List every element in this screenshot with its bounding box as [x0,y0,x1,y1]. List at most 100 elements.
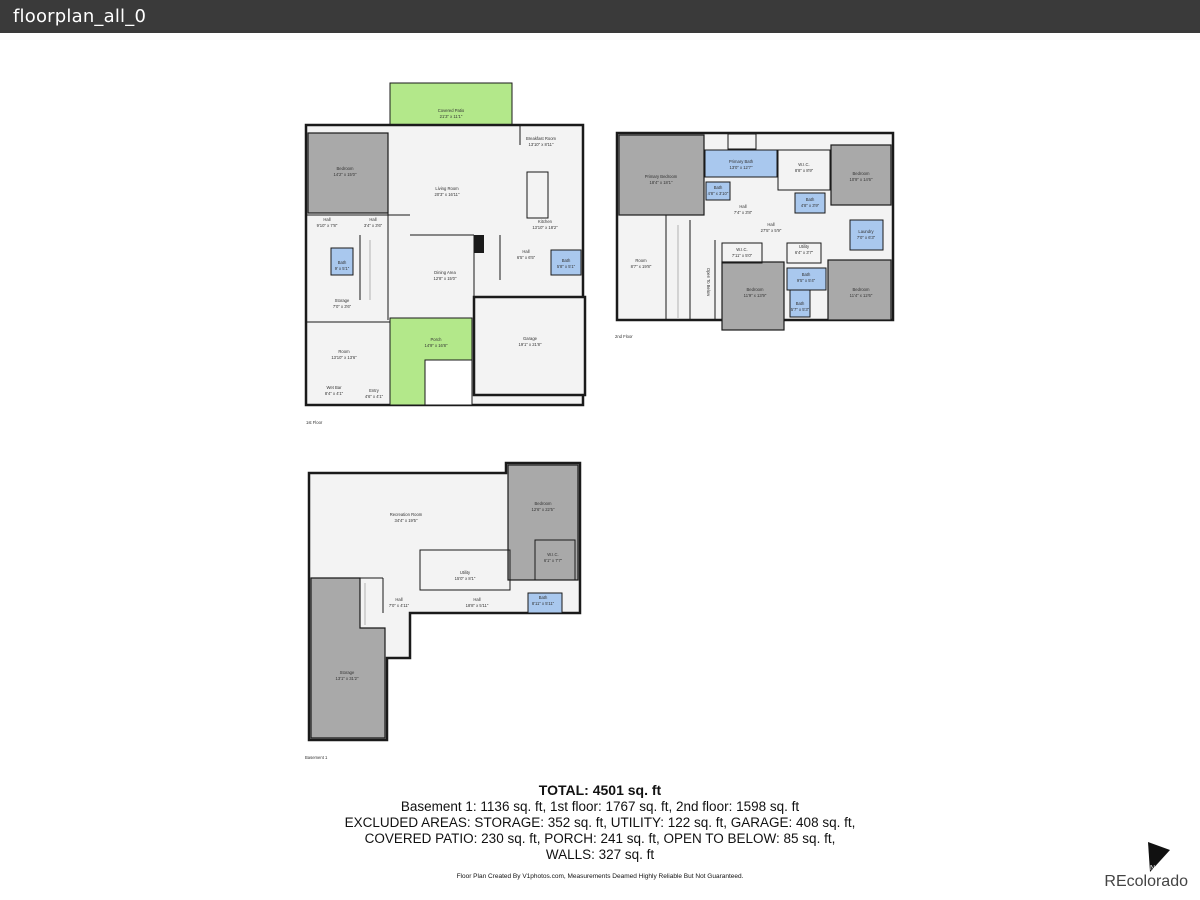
second-room-name: Room [635,258,647,263]
first-storage-dim: 7'0" x 3'6" [333,304,352,309]
window-title: floorplan_all_0 [13,6,147,27]
total-area: TOTAL: 4501 sq. ft [538,782,662,798]
garage-dim: 19'1" x 21'8" [519,342,542,347]
laundry-fill [849,219,884,251]
first-hall-c-name: Hall [522,249,529,254]
laundry-dim: 7'0" x 6'3" [857,235,876,240]
basement-label: Basement 1 [305,755,328,760]
primary-bath-dim: 13'0" x 12'7" [730,165,753,170]
excluded-areas-2: COVERED PATIO: 230 sq. ft, PORCH: 241 sq… [364,831,836,846]
wic-a-dim: 8'8" x 8'9" [795,168,814,173]
porch-name: Porch [431,337,443,342]
second-bedroom-b-name: Bedroom [747,287,765,292]
second-bedroom-b-fill [721,261,785,331]
second-bedroom-a-dim: 10'9" x 14'6" [850,177,873,182]
second-bath-a-dim: 4'8" x 3'10" [708,191,729,196]
first-room-dim: 13'10" x 13'6" [331,355,357,360]
basement-hall-b-name: Hall [473,597,480,602]
second-floor-label: 2nd Floor [615,334,633,339]
second-bath-d-fill [789,289,811,318]
covered-patio-dim: 21'3" x 11'1" [440,114,463,119]
wic-b-box [721,242,763,264]
tub [727,133,757,150]
basement-hall-a-dim: 7'0" x 4'11" [389,603,410,608]
svg-text:N: N [1150,865,1155,872]
second-bath-c-dim: 9'5" x 5'4" [797,278,816,283]
primary-bath-name: Primary Bath [729,159,754,164]
primary-bed-name: Primary Bedroom [645,174,678,179]
open-to-below-label: Open To Below [706,268,711,297]
wic-a-name: W.I.C. [798,162,809,167]
second-bath-d-name: Bath [796,301,805,306]
first-bath-b-name: Bath [562,258,571,263]
basement-bedroom-name: Bedroom [535,501,553,506]
basement-bedroom-fill [507,464,579,581]
second-bedroom-c-fill [827,259,892,321]
kitchen-name: Kitchen [538,219,553,224]
basement-utility-name: Utility [460,570,471,575]
second-bedroom-a-name: Bedroom [853,171,871,176]
second-bedroom-c-name: Bedroom [853,287,871,292]
first-hall-a-dim: 9'10" x 7'8" [317,223,338,228]
utility-dim: 6'4" x 3'7" [795,250,814,255]
title-bar: floorplan_all_0 [0,0,1200,33]
first-bedroom-dim: 14'2" x 15'0" [334,172,357,177]
basement-storage-dim: 13'1" x 31'2" [336,676,359,681]
basement-bath-name: Bath [539,595,548,600]
second-bath-b-name: Bath [806,197,815,202]
second-hall-b-dim: 27'5" x 5'9" [761,228,782,233]
second-hall-a-dim: 7'4" x 3'8" [734,210,753,215]
garage-block [472,295,587,397]
primary-bedroom-fill [618,134,705,216]
wic-b-dim: 7'11" x 5'0" [732,253,753,258]
dining-name: Dining Area [434,270,456,275]
kitchen-dim: 13'10" x 18'2" [532,225,558,230]
recreation-dim: 34'4" x 19'5" [395,518,418,523]
first-bath-a-fill [330,247,354,276]
wic-b-name: W.I.C. [736,247,747,252]
second-bath-c-name: Bath [802,272,811,277]
first-bath-b-fill [550,249,582,276]
wetbar-dim: 8'4" x 4'1" [325,391,344,396]
recreation-name: Recreation Room [390,512,423,517]
second-hall-b-name: Hall [767,222,774,227]
second-bath-a-fill [705,181,731,201]
first-hall-a-name: Hall [323,217,330,222]
basement-utility-dim: 15'0" x 8'1" [455,576,476,581]
first-floor-label: 1st Floor [306,420,323,425]
first-bedroom-name: Bedroom [337,166,355,171]
area-summary: TOTAL: 4501 sq. ft Basement 1: 1136 sq. … [250,782,950,863]
utility-box [786,242,822,264]
first-bedroom-fill [307,132,389,214]
first-storage-name: Storage [335,298,350,303]
wic-a-box [777,149,831,191]
covered-patio-name: Covered Patio [438,108,465,113]
credit-line: Floor Plan Created By V1photos.com, Meas… [456,873,744,880]
basement-hall-a-name: Hall [395,597,402,602]
laundry-name: Laundry [858,229,874,234]
second-bedroom-c-dim: 11'4" x 12'6" [850,293,873,298]
basement-storage-name: Storage [340,670,355,675]
second-bath-b-fill [794,192,826,214]
second-room-dim: 8'7" x 19'8" [631,264,652,269]
utility-name: Utility [799,244,810,249]
second-bath-b-dim: 4'8" x 3'9" [801,203,820,208]
second-bedroom-b-dim: 11'9" x 13'9" [744,293,767,298]
entry-dim: 4'6" x 4'1" [365,394,384,399]
porch-dim: 14'9" x 16'8" [425,343,448,348]
first-bath-b-dim: 5'8" x 5'1" [557,264,576,269]
basement-utility-box [419,549,511,591]
living-dim: 20'3" x 16'11" [435,192,460,197]
first-hall-c-dim: 6'5" x 6'5" [517,255,536,260]
basement-wic-dim: 6'1" x 7'7" [544,558,563,563]
first-room-name: Room [338,349,350,354]
dining-dim: 12'8" x 15'0" [434,276,457,281]
kitchen-island [526,171,549,219]
basement-plan: Basement 1 Recreation Room 34'4" x 19'5"… [305,461,582,760]
breakfast-name: Breakfast Room [526,136,557,141]
garage-name: Garage [523,336,538,341]
basement-wic-name: W.I.C. [547,552,558,557]
entry-name: Entry [369,388,380,393]
first-floor-plan: 1st Floor Covered Patio 21'3" x 11'1" Be… [304,82,587,425]
